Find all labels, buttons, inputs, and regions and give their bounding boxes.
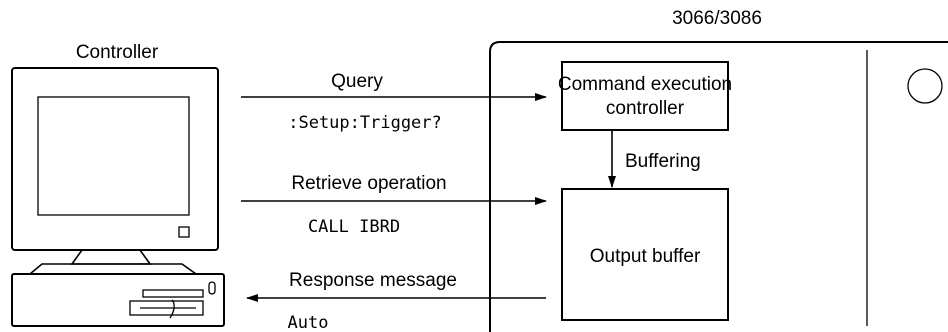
buffering-label: Buffering	[625, 151, 701, 172]
command-execution-controller-block	[561, 61, 729, 131]
command-block-line1: Command execution	[558, 74, 732, 95]
message-command-query: :Setup:Trigger?	[288, 113, 442, 133]
message-command-response: Auto	[288, 313, 329, 332]
output-buffer-block	[561, 188, 729, 321]
command-block-line2: controller	[606, 98, 685, 119]
controller-title: Controller	[76, 42, 159, 63]
instrument-title: 3066/3086	[672, 8, 762, 29]
message-label-response: Response message	[289, 270, 457, 291]
message-label-retrieve: Retrieve operation	[291, 173, 446, 194]
message-label-query: Query	[331, 71, 383, 92]
message-command-retrieve: CALL IBRD	[308, 217, 400, 237]
controller-computer-icon	[11, 67, 225, 327]
output-buffer-label: Output buffer	[590, 246, 701, 267]
instrument-knob-icon	[907, 68, 943, 104]
